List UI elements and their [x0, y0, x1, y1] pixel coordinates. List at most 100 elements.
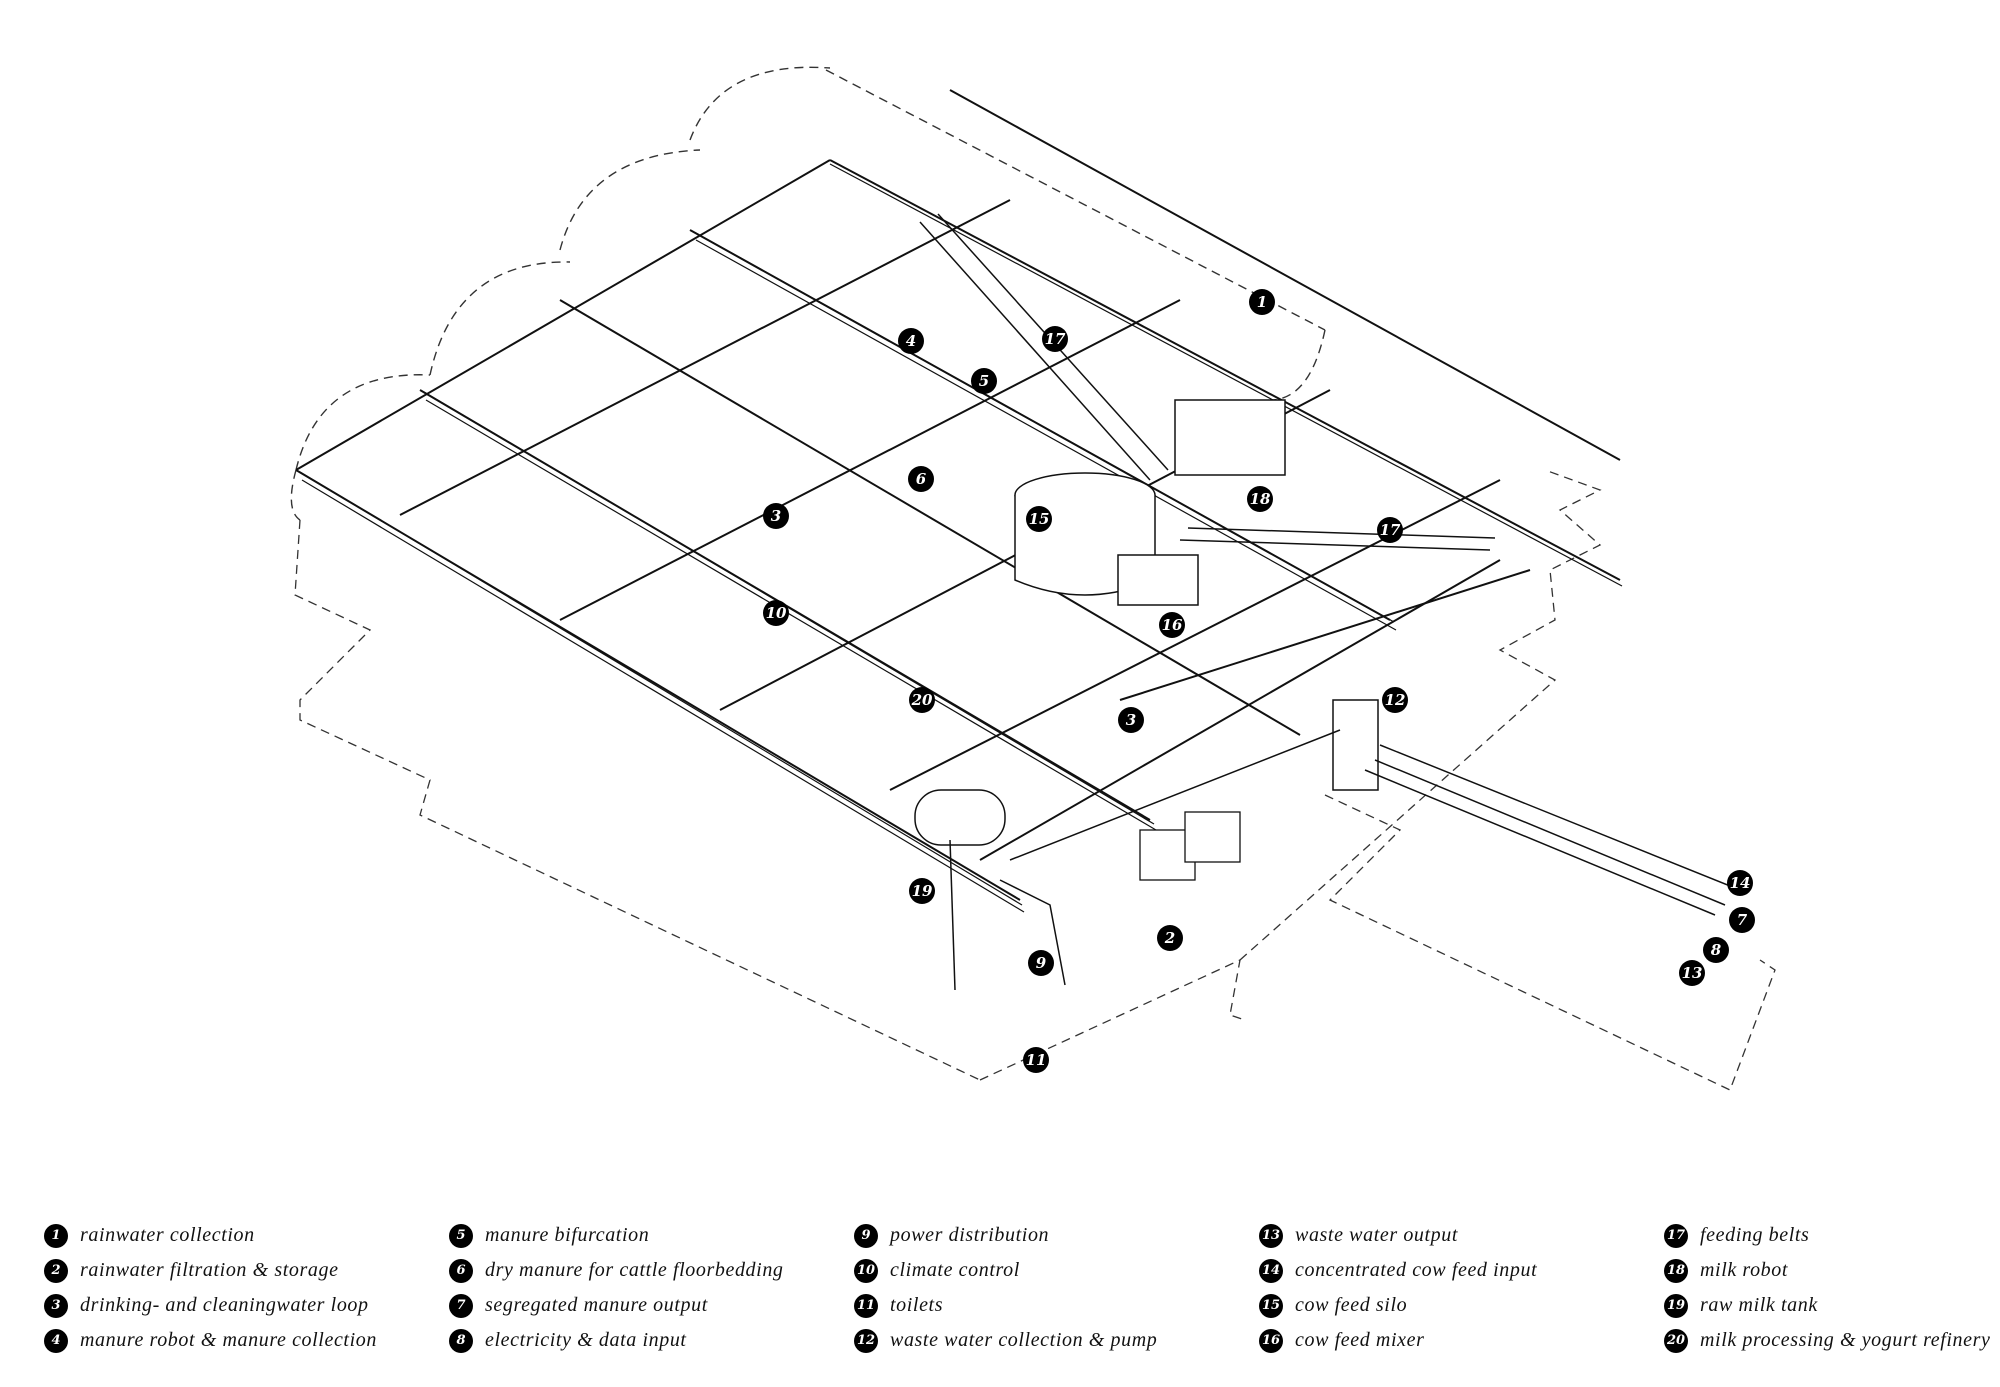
- legend-item: 7 segregated manure output: [449, 1288, 784, 1323]
- legend-label: raw milk tank: [1700, 1294, 1818, 1316]
- legend-item: 11 toilets: [854, 1288, 1157, 1323]
- legend-number-badge: 2: [44, 1258, 68, 1283]
- marker-label-14: 14: [1730, 874, 1751, 892]
- marker-label-5: 5: [979, 372, 989, 390]
- legend-label: drinking- and cleaningwater loop: [80, 1294, 369, 1316]
- marker-label-4: 4: [906, 332, 916, 350]
- marker-label-17: 17: [1045, 330, 1066, 348]
- marker-circle-20: [909, 687, 935, 713]
- legend-label: segregated manure output: [485, 1294, 708, 1316]
- marker-label-6: 6: [916, 470, 927, 488]
- marker-label-9: 9: [1036, 954, 1047, 972]
- ground-footprint: [294, 469, 1776, 1091]
- legend-number-badge: 5: [449, 1223, 473, 1248]
- feeding-belt-conveyor: [919, 213, 1496, 551]
- legend-item: 3 drinking- and cleaningwater loop: [44, 1288, 377, 1323]
- marker-circle-15: [1026, 506, 1052, 532]
- legend-item: 19 raw milk tank: [1664, 1288, 1991, 1323]
- marker-label-17: 17: [1380, 521, 1401, 539]
- marker-circle-7: [1729, 907, 1755, 933]
- legend-item: 9 power distribution: [854, 1218, 1157, 1253]
- legend-label: milk processing & yogurt refinery: [1700, 1329, 1991, 1351]
- rainwater-storage-tanks: [1139, 811, 1241, 881]
- marker-label-8: 8: [1711, 941, 1722, 959]
- legend-number-badge: 7: [449, 1293, 473, 1318]
- marker-label-3: 3: [771, 507, 781, 525]
- legend-label: power distribution: [890, 1224, 1050, 1246]
- legend-number-badge: 13: [1259, 1223, 1283, 1248]
- marker-circle-9: [1028, 950, 1054, 976]
- roof-arches: [290, 66, 1326, 521]
- legend-number-badge: 6: [449, 1258, 473, 1283]
- legend-number-badge: 10: [854, 1258, 878, 1283]
- legend-item: 20 milk processing & yogurt refinery: [1664, 1323, 1991, 1358]
- legend-number-badge: 14: [1259, 1258, 1283, 1283]
- raw-milk-tank-vessel: [914, 789, 1006, 846]
- marker-label-16: 16: [1162, 616, 1183, 634]
- marker-circle-5: [971, 368, 997, 394]
- marker-circle-3: [763, 503, 789, 529]
- marker-label-19: 19: [912, 882, 933, 900]
- cow-feed-mixer: [1117, 554, 1199, 606]
- marker-label-10: 10: [766, 604, 787, 622]
- legend-label: electricity & data input: [485, 1329, 687, 1351]
- legend-label: manure bifurcation: [485, 1224, 650, 1246]
- marker-circle-16: [1159, 612, 1185, 638]
- marker-label-12: 12: [1385, 691, 1406, 709]
- legend-number-badge: 1: [44, 1223, 68, 1248]
- marker-circle-13: [1679, 960, 1705, 986]
- legend-item: 12 waste water collection & pump: [854, 1323, 1157, 1358]
- marker-circle-1: [1249, 289, 1275, 315]
- legend-label: dry manure for cattle floorbedding: [485, 1259, 784, 1281]
- marker-circle-8: [1703, 937, 1729, 963]
- marker-label-1: 1: [1257, 293, 1267, 311]
- marker-circle-6: [908, 466, 934, 492]
- marker-label-15: 15: [1029, 510, 1050, 528]
- legend-number-badge: 11: [854, 1293, 878, 1318]
- legend-label: climate control: [890, 1259, 1020, 1281]
- legend-number-badge: 4: [44, 1328, 68, 1353]
- marker-label-7: 7: [1737, 911, 1748, 929]
- legend-number-badge: 19: [1664, 1293, 1688, 1318]
- marker-circle-12: [1382, 687, 1408, 713]
- legend-label: milk robot: [1700, 1259, 1789, 1281]
- roof-gutters: [299, 163, 1623, 913]
- marker-circle-2: [1157, 925, 1183, 951]
- legend-number-badge: 20: [1664, 1328, 1688, 1353]
- marker-circle-17: [1377, 517, 1403, 543]
- marker-circle-11: [1023, 1047, 1049, 1073]
- legend-label: rainwater collection: [80, 1224, 255, 1246]
- legend-number-badge: 3: [44, 1293, 68, 1318]
- marker-label-18: 18: [1250, 490, 1271, 508]
- marker-label-2: 2: [1164, 929, 1175, 947]
- legend-item: 6 dry manure for cattle floorbedding: [449, 1253, 784, 1288]
- legend-label: toilets: [890, 1294, 944, 1316]
- legend-number-badge: 15: [1259, 1293, 1283, 1318]
- legend-column: 5 manure bifurcation 6 dry manure for cattl…: [449, 1218, 784, 1358]
- legend-label: waste water collection & pump: [890, 1329, 1158, 1351]
- legend-number-badge: 9: [854, 1223, 878, 1248]
- legend-number-badge: 16: [1259, 1328, 1283, 1353]
- legend-number-badge: 18: [1664, 1258, 1688, 1283]
- marker-label-11: 11: [1026, 1051, 1047, 1069]
- marker-circle-17: [1042, 326, 1068, 352]
- service-pipes: [949, 729, 1741, 991]
- legend-column: 9 power distribution 10 climate control 11 to…: [854, 1218, 1157, 1358]
- marker-circle-4: [898, 328, 924, 354]
- marker-label-13: 13: [1682, 964, 1703, 982]
- marker-label-3: 3: [1126, 711, 1136, 729]
- legend-item: 1 rainwater collection: [44, 1218, 377, 1253]
- legend-number-badge: 12: [854, 1328, 878, 1353]
